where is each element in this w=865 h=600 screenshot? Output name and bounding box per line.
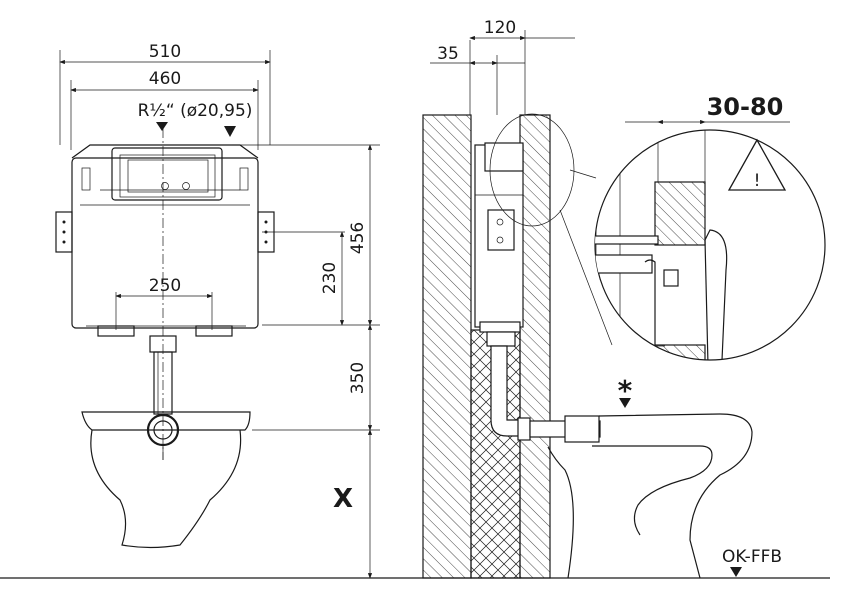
front-view: 510 460 R½“ (ø20,95) [55,42,380,579]
dim-x: X [333,484,353,514]
dim-120: 120 [484,18,516,38]
warning-symbol: ! [754,171,761,191]
warning-icon [727,138,787,191]
dim-350: 350 [348,362,368,394]
dim-510: 510 [149,42,181,62]
connection-marker-icon [156,122,168,131]
detail-view: 30-80 ! [489,93,826,361]
dim-35: 35 [437,44,459,64]
range-label: 30-80 [707,93,784,121]
dim-460: 460 [149,69,181,89]
dim-250: 250 [149,276,181,296]
floor-label: OK-FFB [722,547,782,567]
connection-label: R½“ (ø20,95) [138,101,253,121]
dim-230: 230 [320,262,340,294]
floor-marker-icon [730,567,742,577]
star-marker-icon [619,398,631,408]
dim-456: 456 [348,222,368,254]
top-marker-icon [224,126,236,137]
side-view: 120 35 * OK-FFB [422,18,782,579]
